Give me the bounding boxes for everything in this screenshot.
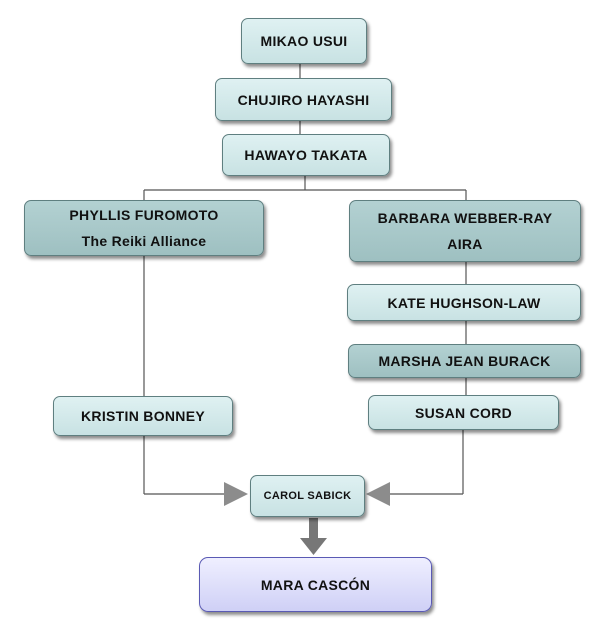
arrow-down-icon xyxy=(300,538,327,555)
node-sublabel: AIRA xyxy=(447,236,483,252)
node-susan-cord: SUSAN CORD xyxy=(368,395,559,430)
node-kate-hughson-law: KATE HUGHSON-LAW xyxy=(347,284,581,321)
node-label: BARBARA WEBBER-RAY xyxy=(377,210,553,226)
node-label: MARSHA JEAN BURACK xyxy=(378,353,551,369)
node-label: SUSAN CORD xyxy=(414,404,513,421)
node-marsha-jean-burack: MARSHA JEAN BURACK xyxy=(348,344,581,378)
node-label: MIKAO USUI xyxy=(260,33,348,49)
node-kristin-bonney: KRISTIN BONNEY xyxy=(53,396,233,436)
node-label: CAROL SABICK xyxy=(263,490,352,502)
arrow-left-icon xyxy=(224,482,248,506)
node-hawayo-takata: HAWAYO TAKATA xyxy=(222,134,390,176)
arrow-right-icon xyxy=(366,482,390,506)
node-phyllis-furomoto: PHYLLIS FUROMOTO The Reiki Alliance xyxy=(24,200,264,256)
node-label: PHYLLIS FUROMOTO xyxy=(69,207,219,223)
node-chujiro-hayashi: CHUJIRO HAYASHI xyxy=(215,78,392,121)
node-carol-sabick: CAROL SABICK xyxy=(250,475,365,517)
node-label: KRISTIN BONNEY xyxy=(81,408,205,424)
node-label: MARA CASCÓN xyxy=(260,576,371,593)
node-label: HAWAYO TAKATA xyxy=(244,147,368,163)
node-label: CHUJIRO HAYASHI xyxy=(237,91,370,108)
node-label: KATE HUGHSON-LAW xyxy=(387,294,541,311)
node-barbara-webber-ray: BARBARA WEBBER-RAY AIRA xyxy=(349,200,581,262)
node-sublabel: The Reiki Alliance xyxy=(81,233,207,249)
node-mikao-usui: MIKAO USUI xyxy=(241,18,367,64)
node-mara-cascon: MARA CASCÓN xyxy=(199,557,432,612)
